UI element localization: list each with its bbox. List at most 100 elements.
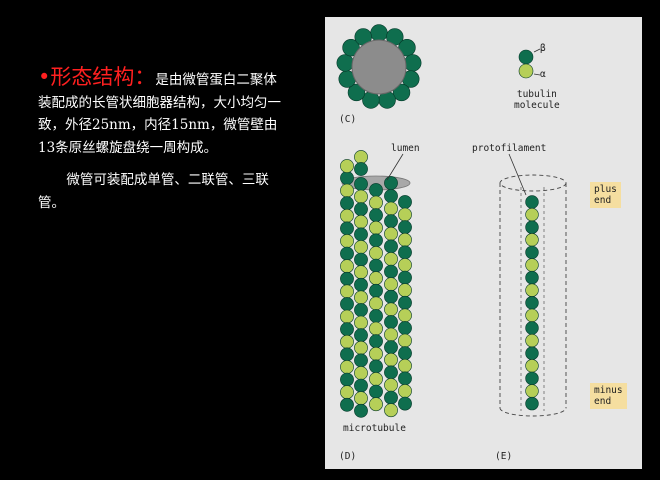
cross-section-subunit (370, 24, 388, 42)
panel-e-label: (E) (495, 451, 513, 462)
paragraph-1: •形态结构：是由微管蛋白二聚体装配成的长管状细胞器结构，大小均匀一致，外径25n… (38, 66, 288, 159)
protofilament-subunit (525, 270, 539, 285)
microtubule-subunit (369, 372, 383, 386)
protofilament-subunit (525, 371, 539, 386)
microtubule-subunit (398, 321, 412, 335)
microtubule-subunit (340, 171, 354, 185)
beta-label: β (540, 43, 546, 54)
microtubule-subunit (340, 309, 354, 324)
microtubule-subunit (340, 196, 354, 211)
protofilament-subunit (525, 245, 539, 260)
alpha-tubulin (518, 63, 534, 79)
beta-tubulin (518, 49, 534, 65)
microtubule-subunit (354, 328, 368, 343)
microtubule-subunit (354, 303, 368, 317)
microtubule-subunit (398, 295, 412, 310)
microtubule-subunit (340, 385, 354, 400)
microtubule-subunit (384, 340, 398, 355)
microtubule-subunit (369, 183, 383, 197)
microtubule-subunit (340, 271, 354, 286)
lumen-area (351, 39, 407, 95)
microtubule-subunit (369, 346, 383, 361)
alpha-label: α (540, 69, 546, 80)
microtubule-figure: (C) (D) (E) lumen protofilament tubulin … (325, 17, 642, 469)
plus-end-box: plus end (590, 182, 621, 208)
protofilament-subunit (525, 384, 539, 398)
microtubule-subunit (354, 252, 368, 267)
microtubule-subunit (340, 297, 354, 311)
microtubule-subunit (354, 403, 368, 418)
microtubule-subunit (398, 333, 412, 348)
microtubule-subunit (384, 226, 398, 241)
microtubule-subunit (398, 207, 412, 222)
protofilament-subunit (525, 283, 539, 297)
dashed-cylinder-bottom (499, 407, 567, 417)
microtubule-subunit (340, 284, 354, 299)
microtubule-subunit (369, 246, 383, 260)
microtubule-subunit (354, 177, 368, 191)
microtubule-subunit (384, 264, 398, 279)
microtubule-subunit (354, 189, 368, 204)
microtubule-subunit (398, 358, 412, 373)
microtubule-subunit (369, 309, 383, 323)
microtubule-subunit (384, 302, 398, 317)
cross-section-subunit (342, 38, 360, 57)
alpha-pointer (533, 73, 541, 76)
microtubule-subunit (340, 234, 354, 248)
cross-section-subunit (336, 54, 354, 72)
protofilament-subunit (525, 195, 539, 209)
microtubule-subunit (398, 371, 412, 386)
microtubule-subunit (398, 220, 412, 235)
microtubule-subunit (340, 221, 354, 236)
microtubule-subunit (369, 359, 383, 374)
protruding-subunit (354, 150, 368, 164)
plus-end-line2: end (594, 195, 612, 206)
cross-section-subunit (404, 54, 422, 72)
microtubule-subunit (354, 315, 368, 330)
microtubule-subunit (398, 258, 412, 272)
microtubule-subunit (369, 334, 383, 349)
microtubule-subunit (398, 270, 412, 285)
microtubule-subunit (398, 195, 412, 209)
microtubule-subunit (340, 183, 354, 198)
microtubule-subunit (369, 271, 383, 286)
microtubule-subunit (354, 353, 368, 368)
microtubule-subunit (398, 283, 412, 298)
microtubule-subunit (384, 289, 398, 304)
microtubule-subunit (384, 390, 398, 405)
protofilament-pointer (508, 153, 527, 196)
microtubule-subunit (354, 378, 368, 393)
microtubule-subunit (384, 252, 398, 266)
microtubule-subunit (384, 327, 398, 342)
microtubule-subunit (384, 315, 398, 329)
microtubule-subunit (354, 391, 368, 406)
microtubule-subunit (340, 208, 354, 223)
minus-end-box: minus end (590, 383, 627, 409)
protofilament-subunit (525, 258, 539, 272)
microtubule-subunit (398, 245, 412, 260)
protruding-subunit (340, 159, 354, 173)
microtubule-subunit (340, 347, 354, 362)
microtubule-subunit (340, 360, 354, 374)
microtubule-subunit (384, 352, 398, 367)
microtubule-subunit (340, 397, 354, 412)
protofilament-label: protofilament (472, 143, 547, 154)
microtubule-subunit (340, 246, 354, 261)
microtubule-subunit (369, 220, 383, 235)
slide-text: •形态结构：是由微管蛋白二聚体装配成的长管状细胞器结构，大小均匀一致，外径25n… (38, 66, 288, 214)
microtubule-subunit (398, 232, 412, 247)
protofilament-subunit (525, 233, 539, 247)
heading: •形态结构： (38, 65, 156, 89)
plus-end-line1: plus (594, 184, 617, 195)
microtubule-subunit (369, 397, 383, 412)
microtubule-subunit (384, 214, 398, 229)
cross-section-subunit (392, 83, 411, 102)
panel-d-label: (D) (339, 451, 357, 462)
minus-end-line2: end (594, 396, 612, 407)
microtubule-subunit (354, 265, 368, 280)
microtubule-subunit (369, 195, 383, 210)
microtubule-subunit (369, 258, 383, 273)
minus-end-line1: minus (594, 385, 623, 396)
dashed-cylinder-top (499, 174, 567, 192)
microtubule-subunit (354, 277, 368, 292)
